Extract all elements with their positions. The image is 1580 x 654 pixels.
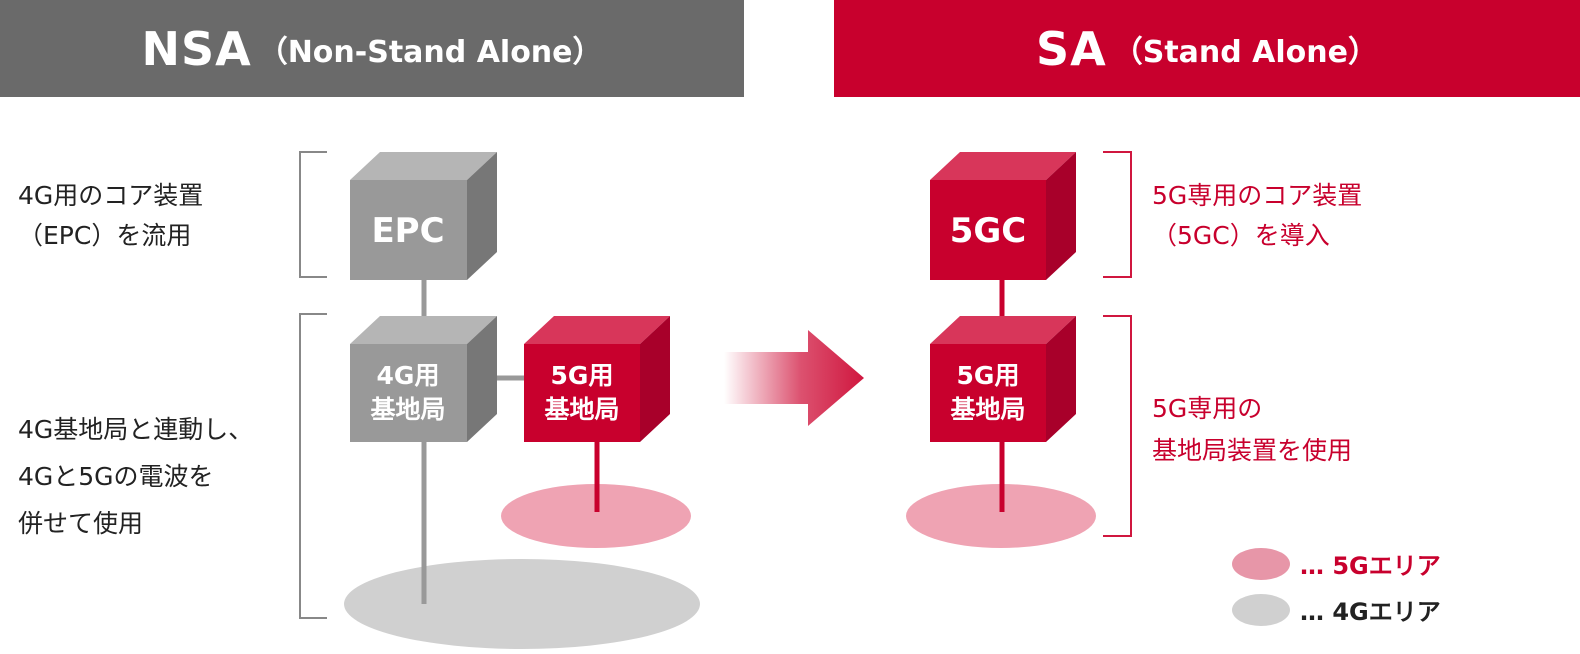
sa-base-bracket	[1103, 315, 1132, 537]
nsa-core-bracket	[299, 151, 327, 278]
nsa-core-note-line2: （EPC）を流用	[18, 221, 192, 250]
nsa-5g-area	[501, 484, 691, 548]
nsa-subtitle: （Non-Stand Alone）	[257, 34, 603, 70]
nsa-base-note-line1: 4G基地局と連動し、	[18, 415, 254, 444]
sa-5gc-label: 5GC	[950, 211, 1027, 251]
sa-core-note-line2: （5GC）を導入	[1152, 221, 1330, 250]
nsa-header: NSA （Non-Stand Alone）	[0, 0, 744, 97]
nsa-4g-area	[344, 559, 700, 649]
nsa-core-note: 4G用のコア装置 （EPC）を流用	[18, 176, 203, 256]
nsa-base-note-line3: 併せて使用	[18, 509, 144, 538]
nsa-5g-station-cube	[524, 316, 670, 442]
nsa-core-note-line1: 4G用のコア装置	[18, 181, 204, 210]
sa-5gc-cube	[930, 152, 1076, 280]
nsa-base-note-line2: 4Gと5Gの電波を	[18, 462, 214, 491]
nsa-5g-station-label-line1: 5G用	[551, 361, 614, 390]
legend-4g-dots: …	[1300, 598, 1324, 626]
sa-title: SA	[1035, 21, 1107, 76]
nsa-title: NSA	[141, 21, 252, 76]
sa-subtitle: （Stand Alone）	[1112, 34, 1379, 70]
sa-base-note-line2: 基地局装置を使用	[1152, 436, 1353, 465]
nsa-base-note: 4G基地局と連動し、 4Gと5Gの電波を 併せて使用	[18, 406, 253, 547]
legend-5g-label: 5Gエリア	[1332, 552, 1441, 580]
nsa-base-bracket	[299, 313, 327, 619]
sa-5g-area	[906, 484, 1096, 548]
legend-4g: … 4Gエリア	[1300, 592, 1441, 627]
epc-label: EPC	[371, 211, 444, 251]
legend-5g: … 5Gエリア	[1300, 546, 1441, 581]
epc-cube	[350, 152, 497, 280]
sa-core-note-line1: 5G専用のコア装置	[1152, 181, 1363, 210]
sa-base-note: 5G専用の 基地局装置を使用	[1152, 388, 1352, 472]
legend-5g-dots: …	[1300, 552, 1324, 580]
legend-4g-swatch	[1232, 594, 1290, 626]
nsa-4g-station-cube	[350, 316, 497, 442]
sa-header: SA （Stand Alone）	[834, 0, 1580, 97]
legend-5g-swatch	[1232, 548, 1290, 580]
legend-4g-label: 4Gエリア	[1332, 598, 1441, 626]
sa-5g-station-cube	[930, 316, 1076, 442]
sa-core-note: 5G専用のコア装置 （5GC）を導入	[1152, 176, 1362, 256]
sa-base-note-line1: 5G専用の	[1152, 394, 1263, 423]
nsa-5g-station-label-line2: 基地局	[544, 395, 619, 424]
nsa-4g-station-label-line1: 4G用	[377, 361, 440, 390]
nsa-4g-station-label-line2: 基地局	[370, 395, 445, 424]
sa-core-bracket	[1103, 151, 1132, 278]
transition-arrow-icon	[724, 330, 864, 426]
sa-5g-station-label-line2: 基地局	[950, 395, 1025, 424]
sa-5g-station-label-line1: 5G用	[957, 361, 1020, 390]
